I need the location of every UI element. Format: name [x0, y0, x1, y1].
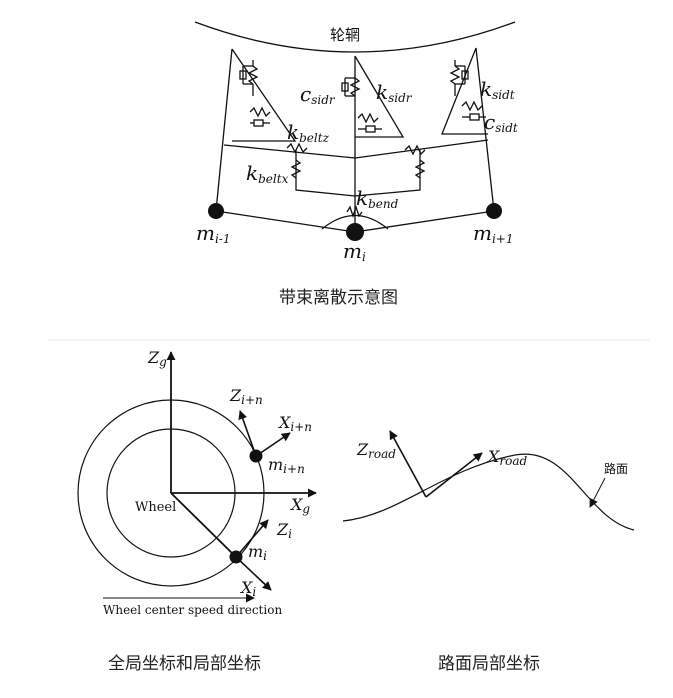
bend-arc	[321, 215, 389, 230]
k-beltx-label: kbeltx	[246, 161, 289, 186]
zin-label: Zi+n	[229, 386, 263, 407]
road-coordinate-diagram	[342, 430, 635, 531]
right-belt-x-link	[354, 150, 421, 197]
xin-axis	[255, 432, 291, 457]
global-coords-caption: 全局坐标和局部坐标	[108, 654, 261, 674]
mass-node-in	[249, 449, 263, 463]
left-belt-z-spring	[286, 142, 308, 154]
left-sidewall-damper	[249, 106, 271, 127]
c-sidt-label: csidt	[484, 110, 518, 135]
road-coords-caption: 路面局部坐标	[438, 654, 540, 674]
xin-label: Xi+n	[277, 413, 312, 434]
zroad-label: Zroad	[356, 440, 396, 461]
m-i-label: mi	[343, 239, 366, 264]
rim-arc	[194, 21, 516, 53]
zg-label: Zg	[147, 348, 167, 369]
xi-axis	[235, 556, 272, 591]
k-bend-label: kbend	[356, 186, 399, 211]
mass-node-prev	[208, 203, 224, 219]
left-sidewall-spring	[239, 60, 259, 96]
mass-node-i	[346, 223, 364, 241]
speed-direction-label: Wheel center speed direction	[103, 603, 282, 617]
c-sidr-label: csidr	[300, 82, 336, 107]
zi-axis	[235, 519, 269, 558]
right-sidewall-damper	[461, 100, 486, 121]
mass-node-gi	[229, 550, 243, 564]
belt-diagram-caption: 带束离散示意图	[279, 288, 398, 308]
left-sidewall-triangle	[231, 48, 297, 142]
xi-label: Xi	[239, 578, 256, 599]
k-sidt-label: ksidt	[480, 77, 515, 102]
right-sidewall-line	[475, 47, 495, 212]
left-belt-line	[223, 144, 356, 159]
xroad-axis	[425, 452, 483, 498]
wheel-label: Wheel	[135, 500, 176, 515]
zroad-axis	[389, 430, 427, 498]
m-prev-label: mi-1	[196, 221, 231, 246]
radius-to-mi	[170, 492, 237, 558]
xroad-label: Xroad	[486, 447, 528, 468]
k-sidr-label: ksidr	[376, 80, 413, 105]
zi-label: Zi	[276, 520, 292, 541]
right-belt-z-spring	[404, 144, 426, 156]
right-belt-x-spring	[414, 159, 426, 179]
left-sidewall-line	[215, 48, 233, 212]
xg-label: Xg	[289, 495, 310, 516]
right-belt-line	[354, 139, 489, 159]
right-sidewall-spring	[449, 60, 469, 96]
left-belt-x-link	[295, 150, 356, 197]
m-next-label: mi+1	[473, 221, 514, 246]
road-surface-label: 路面	[604, 461, 628, 476]
k-beltz-label: kbeltz	[287, 120, 330, 145]
mi-label: mi	[248, 542, 267, 563]
global-coordinate-diagram	[77, 351, 317, 603]
road-pointer-arrow	[589, 477, 606, 508]
center-sidewall-triangle	[354, 55, 405, 138]
belt-discretization-diagram	[194, 21, 516, 233]
left-belt-x-spring	[290, 159, 302, 179]
center-sidewall-damper	[357, 112, 382, 133]
zin-axis	[238, 410, 257, 457]
min-label: mi+n	[268, 455, 305, 476]
rim-label: 轮辋	[330, 26, 360, 44]
mass-node-next	[486, 203, 502, 219]
center-sidewall-spring	[341, 77, 361, 97]
